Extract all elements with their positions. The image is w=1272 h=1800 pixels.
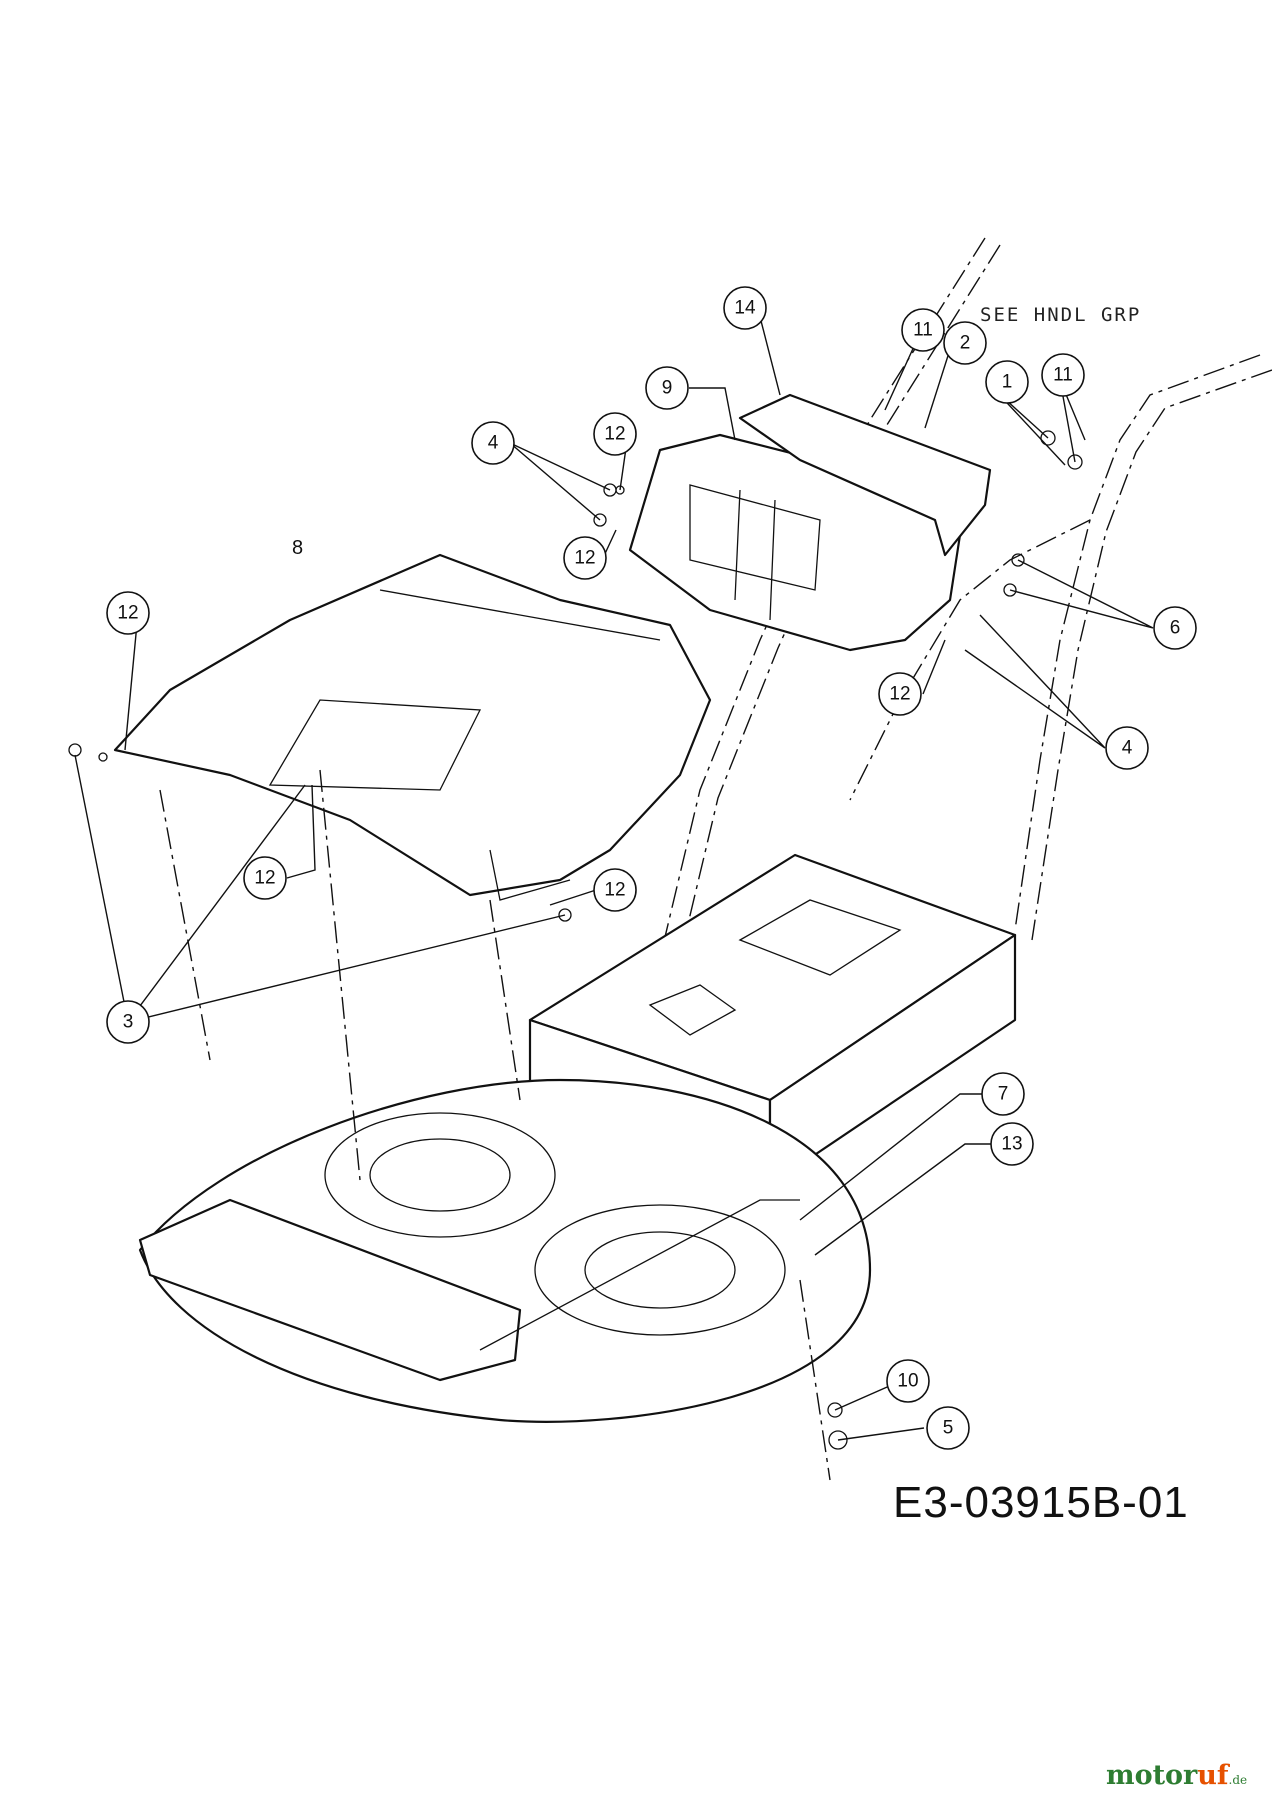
callout-12-upper: 12 xyxy=(593,412,637,456)
callout-label: 11 xyxy=(913,320,933,341)
cutting-deck xyxy=(138,1078,872,1423)
callout-label: 12 xyxy=(604,880,625,901)
callout-4-lower: 4 xyxy=(1105,726,1149,770)
callout-1: 1 xyxy=(985,360,1029,404)
callout-3: 3 xyxy=(106,1000,150,1044)
callout-label: 14 xyxy=(734,298,756,319)
callout-label: 1 xyxy=(1002,372,1013,393)
callout-5: 5 xyxy=(926,1406,970,1450)
callout-7: 7 xyxy=(981,1072,1025,1116)
callout-label: 3 xyxy=(123,1012,134,1033)
callout-label: 10 xyxy=(897,1371,918,1392)
callout-4-upper: 4 xyxy=(471,421,515,465)
callout-label: 2 xyxy=(960,333,971,354)
callout-9: 9 xyxy=(645,366,689,410)
callout-14: 14 xyxy=(723,286,767,330)
callout-label: 5 xyxy=(943,1418,954,1439)
callout-label: 13 xyxy=(1001,1134,1022,1155)
callout-11-right: 11 xyxy=(1041,353,1085,397)
callout-10: 10 xyxy=(886,1359,930,1403)
callout-6: 6 xyxy=(1153,606,1197,650)
hardware xyxy=(68,430,1083,1450)
callout-13: 13 xyxy=(990,1122,1034,1166)
watermark-part1: motor xyxy=(1106,1760,1198,1791)
callout-label: 12 xyxy=(254,868,275,889)
callout-label: 6 xyxy=(1170,618,1181,639)
callout-2: 2 xyxy=(943,321,987,365)
callout-11-left: 11 xyxy=(901,308,945,352)
watermark-suffix: .de xyxy=(1228,1773,1248,1787)
callout-12-lower: 12 xyxy=(593,868,637,912)
callout-label: 7 xyxy=(998,1084,1009,1105)
drawing-code: E3-03915B-01 xyxy=(893,1478,1189,1527)
callout-12-center: 12 xyxy=(243,856,287,900)
rear-cover xyxy=(628,393,992,652)
callout-12-mid: 12 xyxy=(563,536,607,580)
callout-label: 12 xyxy=(604,424,625,445)
callout-label: 4 xyxy=(488,433,499,454)
watermark-part2: uf xyxy=(1197,1760,1229,1791)
callout-12-left: 12 xyxy=(106,591,150,635)
front-cover xyxy=(113,553,712,901)
callout-label: 4 xyxy=(1122,738,1133,759)
see-handle-group-note: SEE HNDL GRP xyxy=(980,304,1142,326)
callout-label: 11 xyxy=(1053,365,1073,386)
callout-label: 9 xyxy=(662,378,673,399)
callout-8: 8 xyxy=(292,537,303,559)
watermark-logo: motoruf.de xyxy=(1106,1760,1247,1791)
callout-label: 12 xyxy=(117,603,138,624)
alignment-lines xyxy=(159,769,831,1481)
callout-label: 12 xyxy=(574,548,595,569)
callout-12-right: 12 xyxy=(878,672,922,716)
callout-label: 12 xyxy=(889,684,910,705)
